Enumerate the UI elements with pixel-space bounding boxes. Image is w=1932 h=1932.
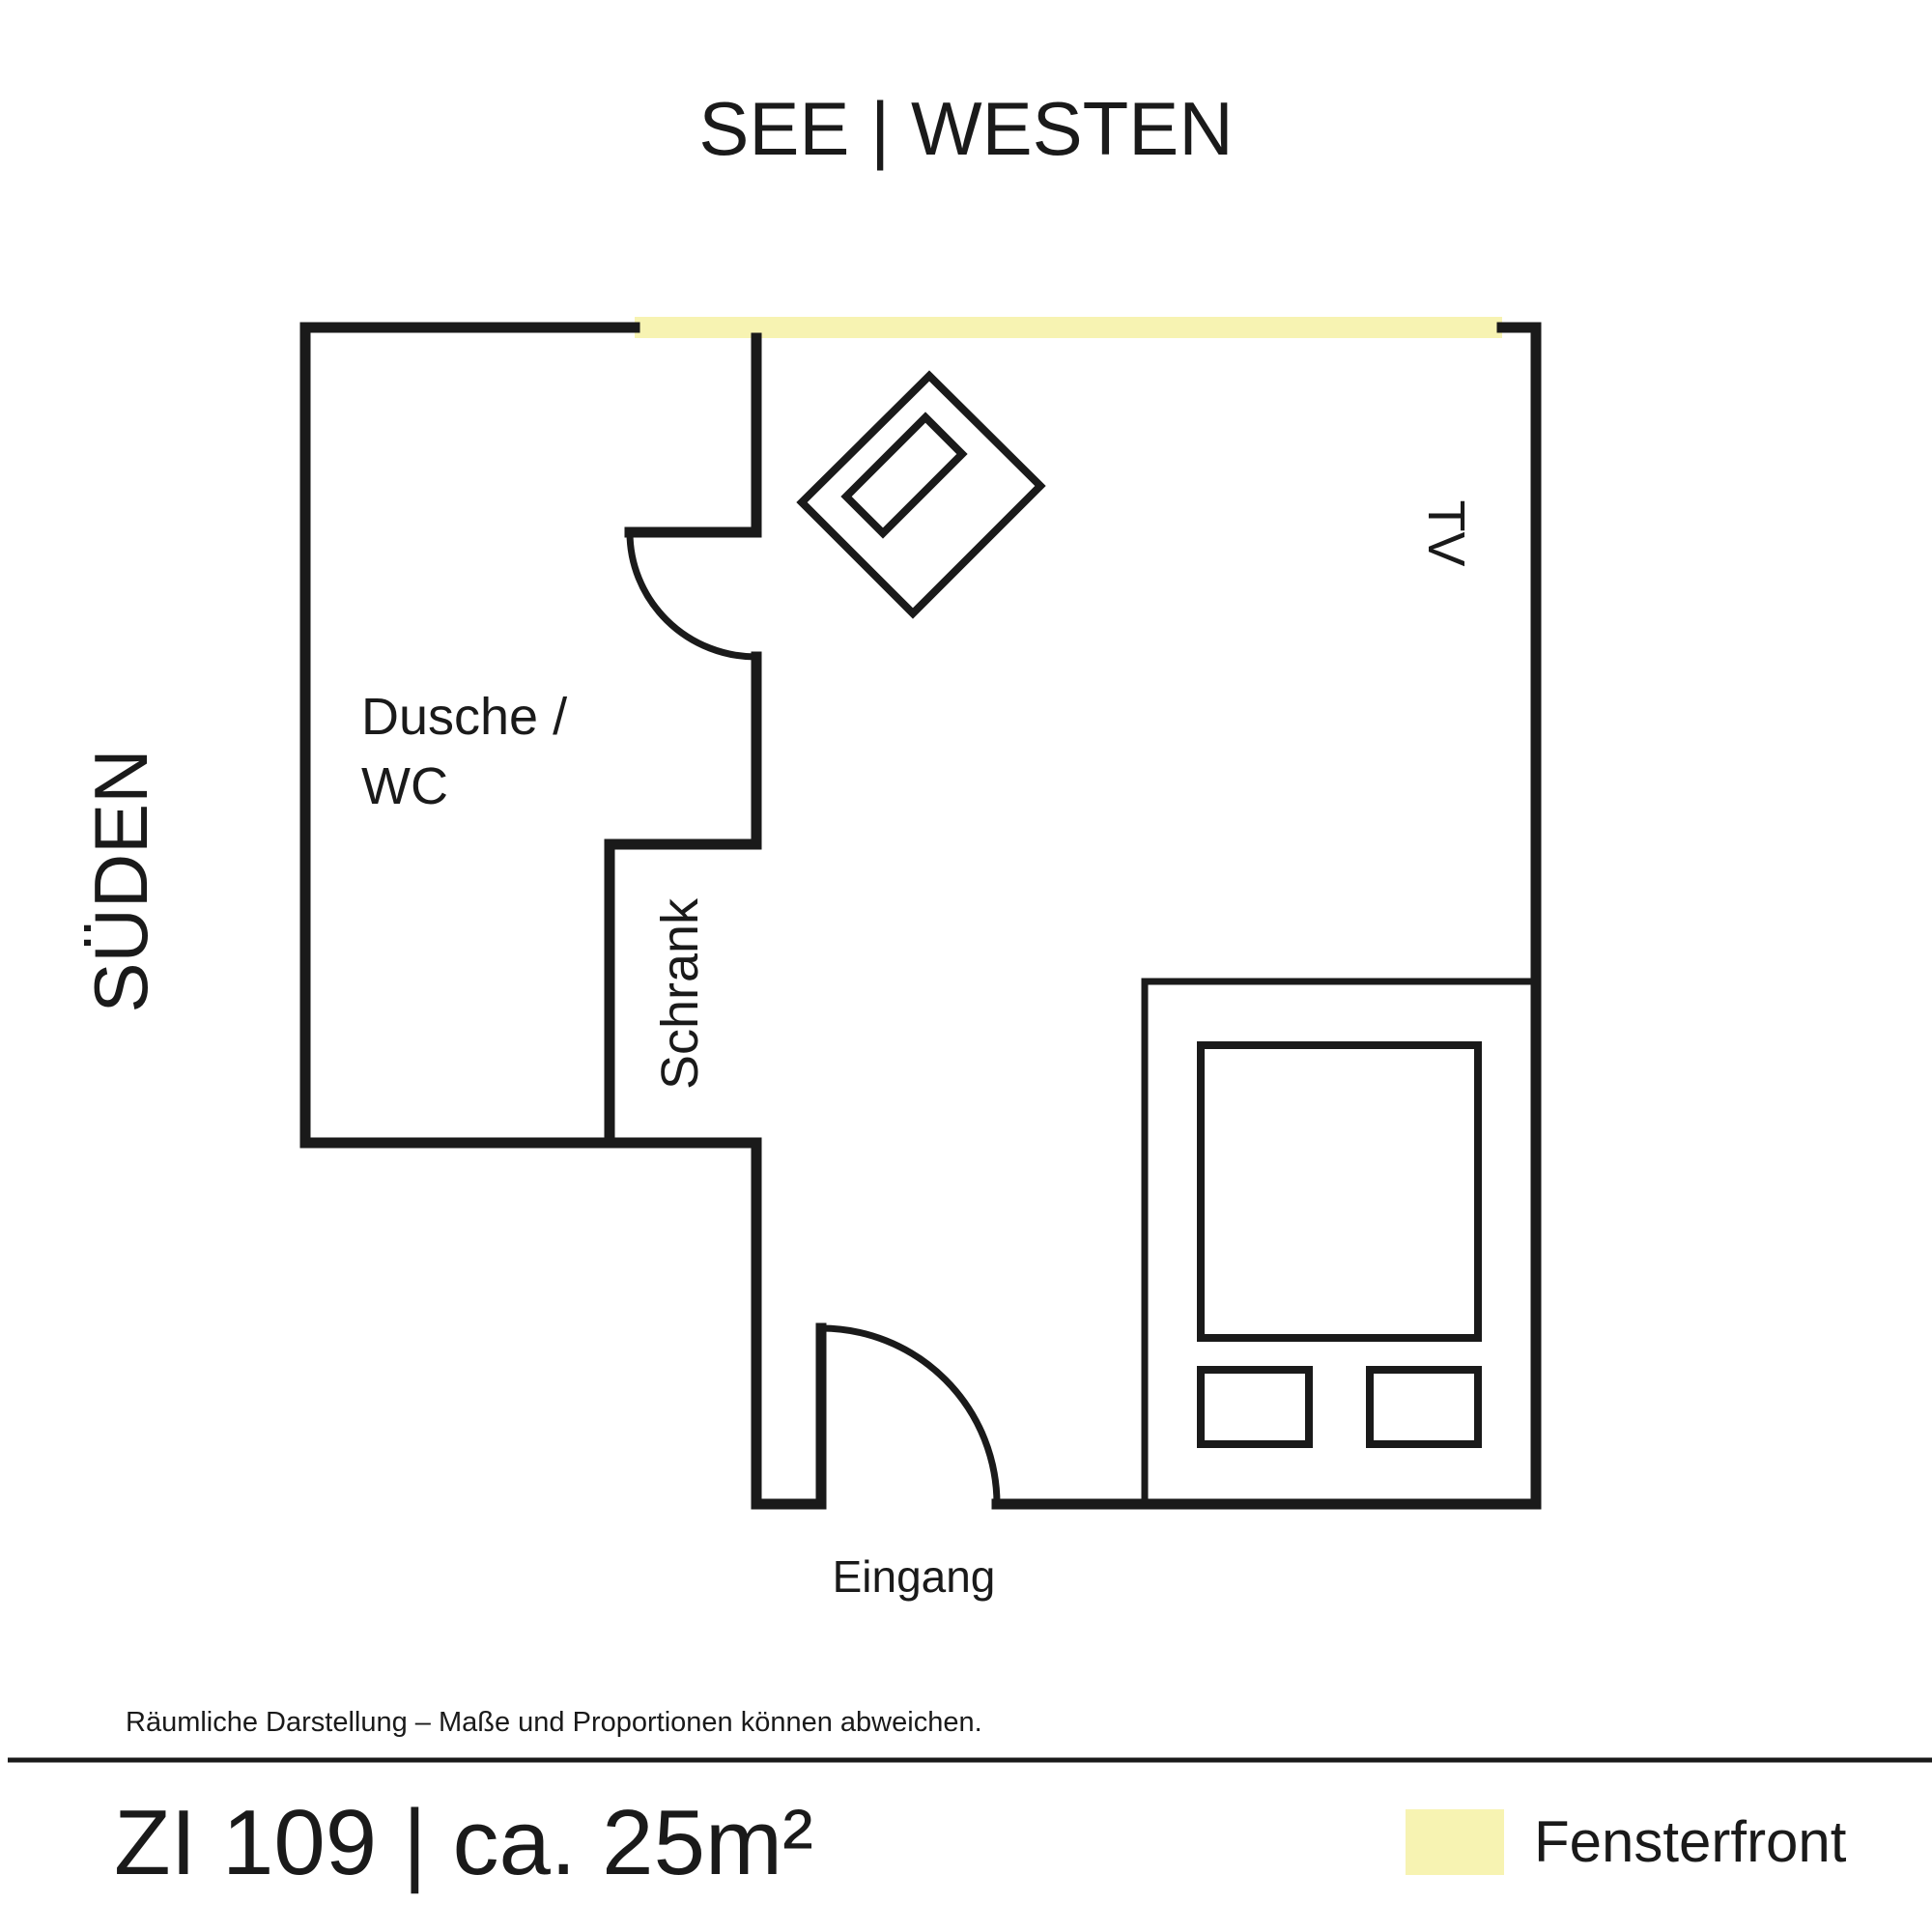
disclaimer-text: Räumliche Darstellung – Maße und Proport…	[126, 1707, 982, 1738]
outer-wall-top-left	[299, 322, 827, 1510]
pillow-left	[1197, 1366, 1313, 1448]
bathroom-label-line2: WC	[361, 757, 448, 815]
bathroom-wall-lower	[604, 651, 762, 1149]
bathroom-label-line1: Dusche /	[361, 688, 567, 746]
orientation-left-label: SÜDEN	[78, 749, 163, 1012]
legend-label: Fensterfront	[1534, 1809, 1847, 1874]
wardrobe-label: Schrank	[651, 897, 709, 1090]
bed-area-wall	[1141, 978, 1536, 1504]
window-front	[635, 317, 1502, 338]
outer-wall-right	[991, 322, 1542, 1510]
room-title: ZI 109 | ca. 25m²	[114, 1791, 813, 1894]
tv-label: TV	[1417, 499, 1475, 566]
table	[796, 370, 1046, 619]
bathroom-door-swing	[626, 531, 757, 661]
entrance-door-swing	[820, 1324, 1001, 1505]
pillow-right	[1366, 1366, 1482, 1448]
table-inner	[840, 412, 968, 539]
orientation-top-label: SEE | WESTEN	[698, 86, 1233, 171]
bathroom-wall	[624, 332, 762, 538]
bed	[1197, 1041, 1482, 1342]
legend-swatch	[1406, 1809, 1504, 1875]
entrance-label: Eingang	[833, 1551, 996, 1602]
